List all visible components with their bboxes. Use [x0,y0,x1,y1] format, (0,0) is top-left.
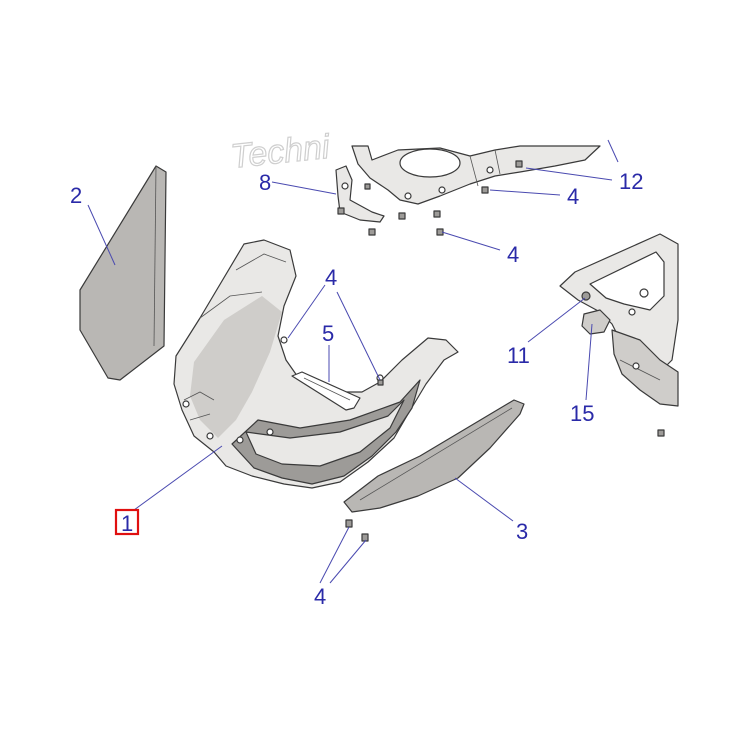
decal-part [291,371,361,411]
callout-4-center: 4 [325,265,337,290]
callout-4-mid-right: 4 [507,242,519,267]
leader-lines [87,139,619,584]
side-panel-right-part [343,399,525,513]
callout-12: 12 [619,169,643,194]
callout-2: 2 [70,183,82,208]
callout-4-bottom: 4 [314,584,326,609]
callout-4-top-right: 4 [567,184,579,209]
callout-11: 11 [507,343,530,368]
callout-3: 3 [516,519,528,544]
watermark-text: Techni [229,128,333,176]
callout-1-highlight [114,508,140,536]
callout-8: 8 [259,170,271,195]
upper-frame-part [351,145,601,205]
callout-1[interactable]: 1 [121,511,133,536]
right-bracket-assembly [559,233,679,437]
bracket-part [335,165,385,223]
side-panel-left-part [79,165,167,381]
callout-15: 15 [570,401,594,426]
callouts: 2 8 12 4 4 4 5 11 15 3 4 1 [70,169,643,609]
callout-5: 5 [322,321,334,346]
fasteners-top [337,160,523,236]
skid-plate-part [173,239,459,489]
